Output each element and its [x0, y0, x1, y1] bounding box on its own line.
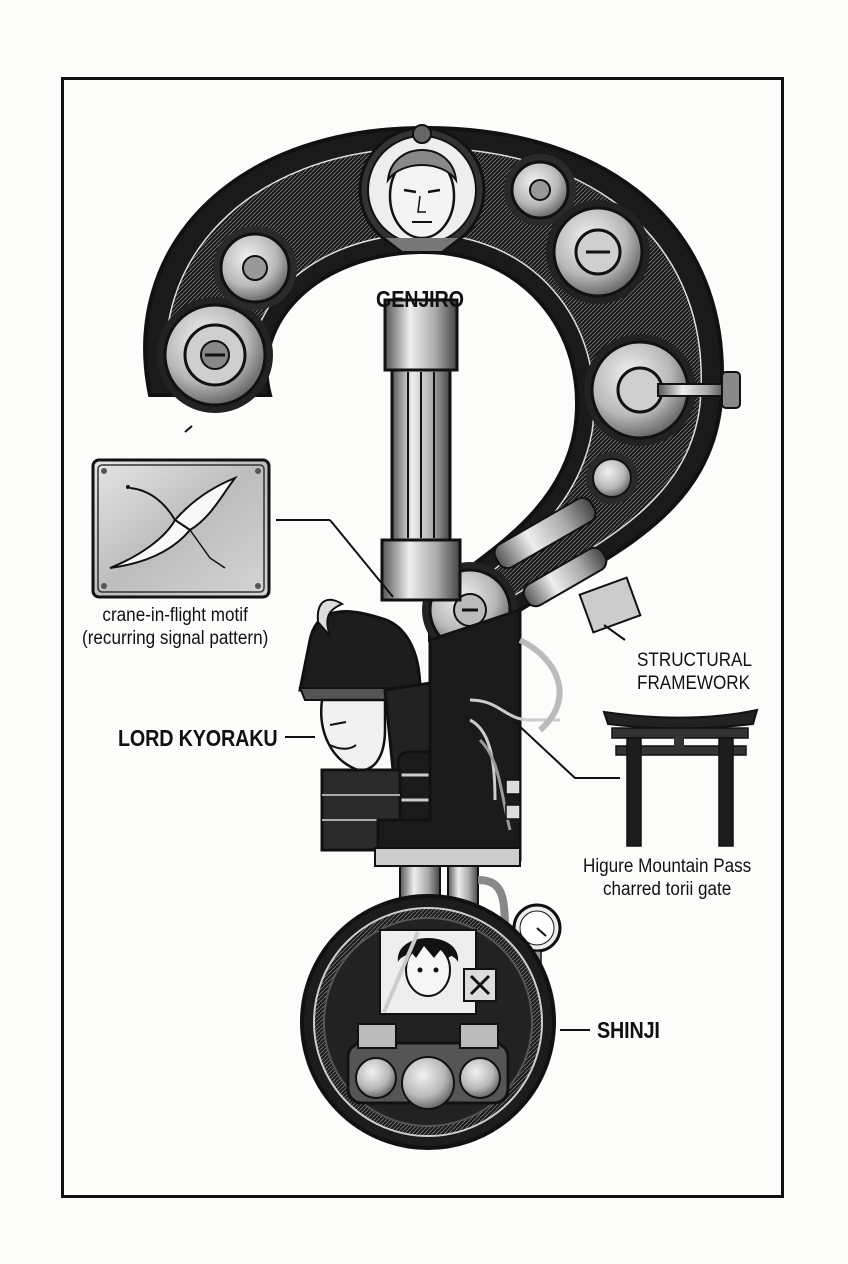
- leader-lines: [184, 425, 626, 1031]
- gear-icon: [586, 452, 638, 504]
- label-shinji: SHINJI: [597, 1017, 660, 1043]
- portrait-icon: [358, 124, 486, 254]
- gear-icon: [213, 226, 297, 310]
- gear-icon: [546, 200, 650, 304]
- engine-icon: [346, 1023, 510, 1110]
- stem-piston: [380, 298, 462, 602]
- gear-icon: [504, 154, 576, 226]
- framework-caption-line1: STRUCTURAL: [637, 650, 752, 671]
- torii-gate-icon: [602, 708, 759, 847]
- label-genjiro: GENJIRO: [376, 286, 464, 312]
- torii-caption-line2: charred torii gate: [602, 879, 732, 900]
- torii-caption-line1: Higure Mountain Pass: [583, 856, 752, 877]
- framework-caption: STRUCTURAL FRAMEWORK: [637, 649, 752, 695]
- samurai-helmet-icon: [298, 598, 423, 772]
- framework-caption-line2: FRAMEWORK: [637, 673, 751, 694]
- crane-caption-line2: (recurring signal pattern): [82, 628, 269, 649]
- crane-icon: [109, 475, 238, 569]
- piston-assembly: [493, 496, 642, 634]
- cross-gauge-icon: [463, 968, 497, 1002]
- crane-caption-line1: crane-in-flight motif: [102, 605, 248, 626]
- portrait-icon: [379, 929, 477, 1015]
- gear-icon: [584, 334, 741, 446]
- gear-icon: [157, 297, 273, 413]
- pressure-gauge-icon: [512, 903, 562, 970]
- crane-caption: crane-in-flight motif (recurring signal …: [82, 604, 268, 650]
- torii-caption: Higure Mountain Pass charred torii gate: [583, 855, 751, 901]
- label-lord-kyoraku: LORD KYORAKU: [118, 725, 278, 751]
